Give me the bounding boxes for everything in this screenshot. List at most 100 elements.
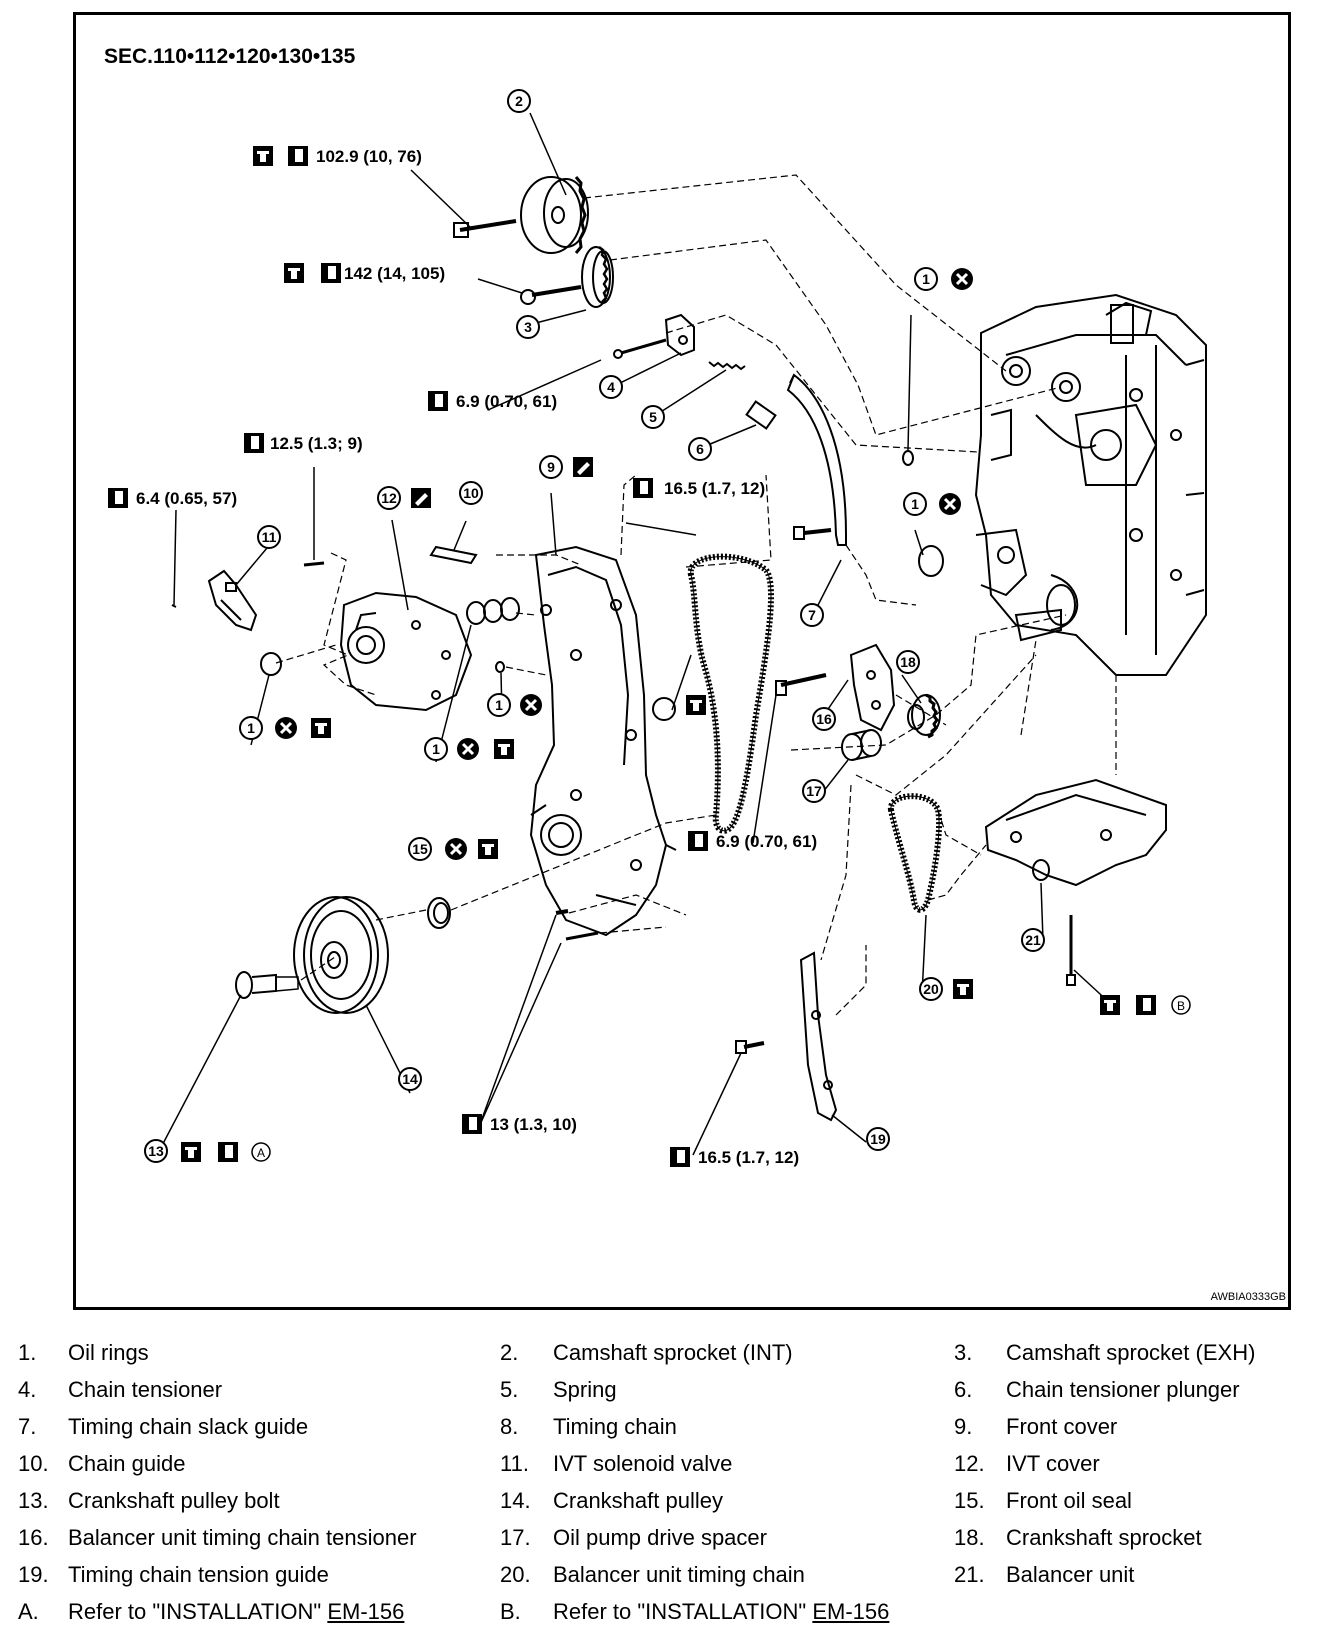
svg-text:19: 19 [870, 1131, 886, 1147]
torque-icon [321, 263, 341, 283]
legend-num: 4. [18, 1377, 37, 1402]
apply-oil-icon [1100, 995, 1120, 1015]
torque-label-8: 13 (1.3, 10) [490, 1115, 577, 1134]
legend-num: 2. [500, 1340, 519, 1365]
do-not-reuse-icon [937, 491, 963, 517]
legend-num: 19. [18, 1562, 49, 1587]
ref-text: Refer to "INSTALLATION" [68, 1599, 322, 1624]
timing-chain [687, 553, 775, 834]
legend-num: 8. [500, 1414, 519, 1439]
timing-chain-slack-guide [786, 373, 847, 546]
legend-num: 21. [954, 1562, 985, 1587]
legend-text: Spring [553, 1377, 617, 1402]
svg-text:10: 10 [463, 485, 479, 501]
legend-num: 17. [500, 1525, 531, 1550]
callout-6: 6 [688, 437, 712, 461]
callout-16: 16 [812, 707, 836, 731]
ref-link-em156[interactable]: EM-156 [812, 1599, 890, 1624]
legend-row: 13. Crankshaft pulley bolt 14. Crankshaf… [0, 1488, 1328, 1524]
torque-icon [244, 433, 264, 453]
svg-text:3: 3 [524, 319, 532, 335]
svg-text:1: 1 [911, 496, 919, 512]
figure-code: AWBIA0333GB [1210, 1291, 1286, 1303]
legend-text: Balancer unit timing chain [553, 1562, 805, 1587]
svg-text:18: 18 [900, 654, 916, 670]
callout-10: 10 [459, 481, 483, 505]
legend-text: Balancer unit timing chain tensioner [68, 1525, 417, 1550]
callout-20: 20 [919, 977, 943, 1001]
chain-tensioner-assembly [613, 313, 777, 430]
assembly-dash-lines [275, 174, 1117, 1016]
torque-label-1: 102.9 (10, 76) [316, 147, 422, 166]
legend-row: 7. Timing chain slack guide 8. Timing ch… [0, 1414, 1328, 1450]
torque-label-9: 16.5 (1.7, 12) [698, 1148, 799, 1167]
callout-21: 21 [1021, 928, 1045, 952]
ref-text: Refer to "INSTALLATION" [553, 1599, 807, 1624]
exploded-view-diagram: 2 3 4 5 6 7 1 1 9 10 11 12 1 1 1 18 16 1… [108, 89, 1207, 1167]
torque-icon [218, 1142, 238, 1162]
ref-link-em156[interactable]: EM-156 [327, 1599, 405, 1624]
svg-text:B: B [1177, 999, 1185, 1013]
ivt-solenoid-valve [171, 569, 282, 676]
legend-row: 4. Chain tensioner 5. Spring 6. Chain te… [0, 1377, 1328, 1413]
apply-oil-icon [494, 739, 514, 759]
torque-icon [462, 1114, 482, 1134]
svg-text:9: 9 [547, 459, 555, 475]
callout-14: 14 [398, 1067, 422, 1091]
legend-num: B. [500, 1599, 521, 1624]
camshaft-sprocket-exh [520, 246, 614, 308]
svg-text:1: 1 [247, 720, 255, 736]
legend-num: 16. [18, 1525, 49, 1550]
callout-1-center: 1 [424, 737, 448, 761]
svg-text:4: 4 [607, 379, 615, 395]
svg-text:14: 14 [402, 1071, 418, 1087]
camshaft-sprocket-int [453, 176, 589, 254]
callout-1-top: 1 [914, 267, 938, 291]
callout-1-left: 1 [239, 716, 263, 740]
legend-num: 1. [18, 1340, 37, 1365]
legend-text: Chain tensioner plunger [1006, 1377, 1240, 1402]
callout-18: 18 [896, 650, 920, 674]
do-not-reuse-icon [443, 836, 469, 862]
legend-num: 18. [954, 1525, 985, 1550]
torque-label-5: 6.4 (0.65, 57) [136, 489, 237, 508]
callout-3: 3 [516, 315, 540, 339]
torque-label-6: 16.5 (1.7, 12) [664, 479, 765, 498]
legend-text: Timing chain [553, 1414, 677, 1439]
callout-4: 4 [599, 375, 623, 399]
torque-icon [688, 831, 708, 851]
front-cover [529, 545, 677, 937]
crankshaft-sprocket [907, 693, 941, 739]
torque-icon [428, 391, 448, 411]
legend-text: IVT solenoid valve [553, 1451, 733, 1476]
torque-icon [1136, 995, 1156, 1015]
chain-guide [429, 545, 478, 565]
timing-chain-tension-guide [735, 951, 838, 1122]
torque-label-2: 142 (14, 105) [344, 264, 445, 283]
legend-text: Chain tensioner [68, 1377, 223, 1402]
legend-num: 14. [500, 1488, 531, 1513]
do-not-reuse-icon [949, 266, 975, 292]
apply-sealant-icon [573, 457, 593, 477]
svg-text:1: 1 [432, 741, 440, 757]
apply-oil-icon [686, 695, 706, 715]
callout-13: 13 [144, 1139, 168, 1163]
svg-text:7: 7 [808, 607, 816, 623]
legend-num: 6. [954, 1377, 973, 1402]
callout-5: 5 [641, 405, 665, 429]
legend-num: A. [18, 1599, 39, 1624]
symbol-icons [108, 146, 1156, 1167]
legend-text: Timing chain slack guide [68, 1414, 309, 1439]
oil-ring-middle [918, 545, 944, 577]
legend-row: 1. Oil rings 2. Camshaft sprocket (INT) … [0, 1340, 1328, 1376]
apply-oil-icon [311, 718, 331, 738]
balancer-chain-tensioner [775, 643, 896, 732]
legend-text: Crankshaft sprocket [1006, 1525, 1202, 1550]
torque-icon [670, 1147, 690, 1167]
legend-num: 3. [954, 1340, 973, 1365]
svg-text:6: 6 [696, 441, 704, 457]
svg-text:16: 16 [816, 711, 832, 727]
ivt-cover [303, 561, 473, 712]
legend-num: 13. [18, 1488, 49, 1513]
callout-9: 9 [539, 455, 563, 479]
